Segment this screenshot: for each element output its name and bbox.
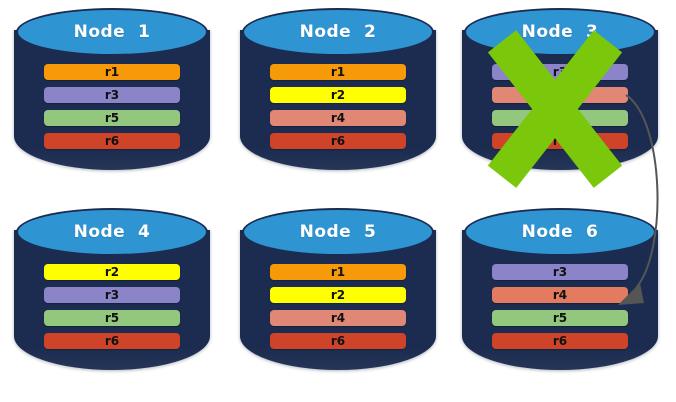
replica-bar[interactable]: r4 [492,287,628,303]
replica-bar[interactable]: r4 [492,87,628,103]
replica-bar[interactable]: r4 [270,310,406,326]
node-cylinder-4[interactable]: Node 4 r2 r3 r5 r6 [14,208,210,392]
replica-bar[interactable]: r3 [492,264,628,280]
replica-list: r2 r3 r5 r6 [44,264,180,356]
replica-label: r5 [104,311,120,325]
node-title: Node 2 [299,22,377,42]
replica-label: r3 [552,65,568,79]
replica-list: r1 r2 r4 r6 [270,264,406,356]
replica-bar[interactable]: r4 [270,110,406,126]
replica-label: r6 [330,134,346,148]
replica-list: r3 r4 r5 r6 [492,64,628,156]
cylinder-top-disc: Node 6 [464,208,656,256]
replica-bar[interactable]: r3 [44,87,180,103]
replica-bar[interactable]: r5 [492,110,628,126]
replica-label: r4 [552,288,568,302]
node-title: Node 1 [73,22,151,42]
replica-label: r2 [104,265,120,279]
replica-bar[interactable]: r1 [44,64,180,80]
replica-label: r6 [330,334,346,348]
replica-bar[interactable]: r6 [492,133,628,149]
replica-label: r2 [330,88,346,102]
replica-label: r3 [104,288,120,302]
replica-label: r4 [330,111,346,125]
replica-bar[interactable]: r2 [270,87,406,103]
replica-list: r1 r2 r4 r6 [270,64,406,156]
replica-bar[interactable]: r2 [270,287,406,303]
node-title: Node 6 [521,222,599,242]
replica-label: r1 [104,65,120,79]
cylinder-top-disc: Node 2 [242,8,434,56]
node-cylinder-5[interactable]: Node 5 r1 r2 r4 r6 [240,208,436,392]
replica-bar[interactable]: r5 [492,310,628,326]
replica-list: r3 r4 r5 r6 [492,264,628,356]
replica-bar[interactable]: r6 [270,333,406,349]
replica-bar[interactable]: r5 [44,110,180,126]
cylinder-top-disc: Node 5 [242,208,434,256]
replica-label: r3 [104,88,120,102]
replica-label: r2 [330,288,346,302]
replica-label: r5 [104,111,120,125]
replica-label: r6 [552,134,568,148]
replica-bar[interactable]: r3 [492,64,628,80]
node-cylinder-2[interactable]: Node 2 r1 r2 r4 r6 [240,8,436,192]
replica-label: r4 [330,311,346,325]
cylinder-top-disc: Node 3 [464,8,656,56]
replica-label: r5 [552,111,568,125]
node-title: Node 5 [299,222,377,242]
replica-bar[interactable]: r6 [44,133,180,149]
node-title: Node 4 [73,222,151,242]
node-cylinder-3[interactable]: Node 3 r3 r4 r5 r6 [462,8,658,192]
replica-bar[interactable]: r6 [492,333,628,349]
replica-bar[interactable]: r6 [270,133,406,149]
node-cylinder-6[interactable]: Node 6 r3 r4 r5 r6 [462,208,658,392]
node-title: Node 3 [521,22,599,42]
replica-bar[interactable]: r3 [44,287,180,303]
replica-label: r6 [552,334,568,348]
replica-label: r6 [104,334,120,348]
cylinder-top-disc: Node 1 [16,8,208,56]
replica-bar[interactable]: r1 [270,64,406,80]
replica-bar[interactable]: r6 [44,333,180,349]
replica-bar[interactable]: r2 [44,264,180,280]
replica-label: r3 [552,265,568,279]
replica-bar[interactable]: r5 [44,310,180,326]
replica-label: r1 [330,65,346,79]
replica-label: r6 [104,134,120,148]
replica-label: r1 [330,265,346,279]
replica-bar[interactable]: r1 [270,264,406,280]
cylinder-top-disc: Node 4 [16,208,208,256]
replica-list: r1 r3 r5 r6 [44,64,180,156]
replica-label: r5 [552,311,568,325]
node-cylinder-1[interactable]: Node 1 r1 r3 r5 r6 [14,8,210,192]
replica-label: r4 [552,88,568,102]
